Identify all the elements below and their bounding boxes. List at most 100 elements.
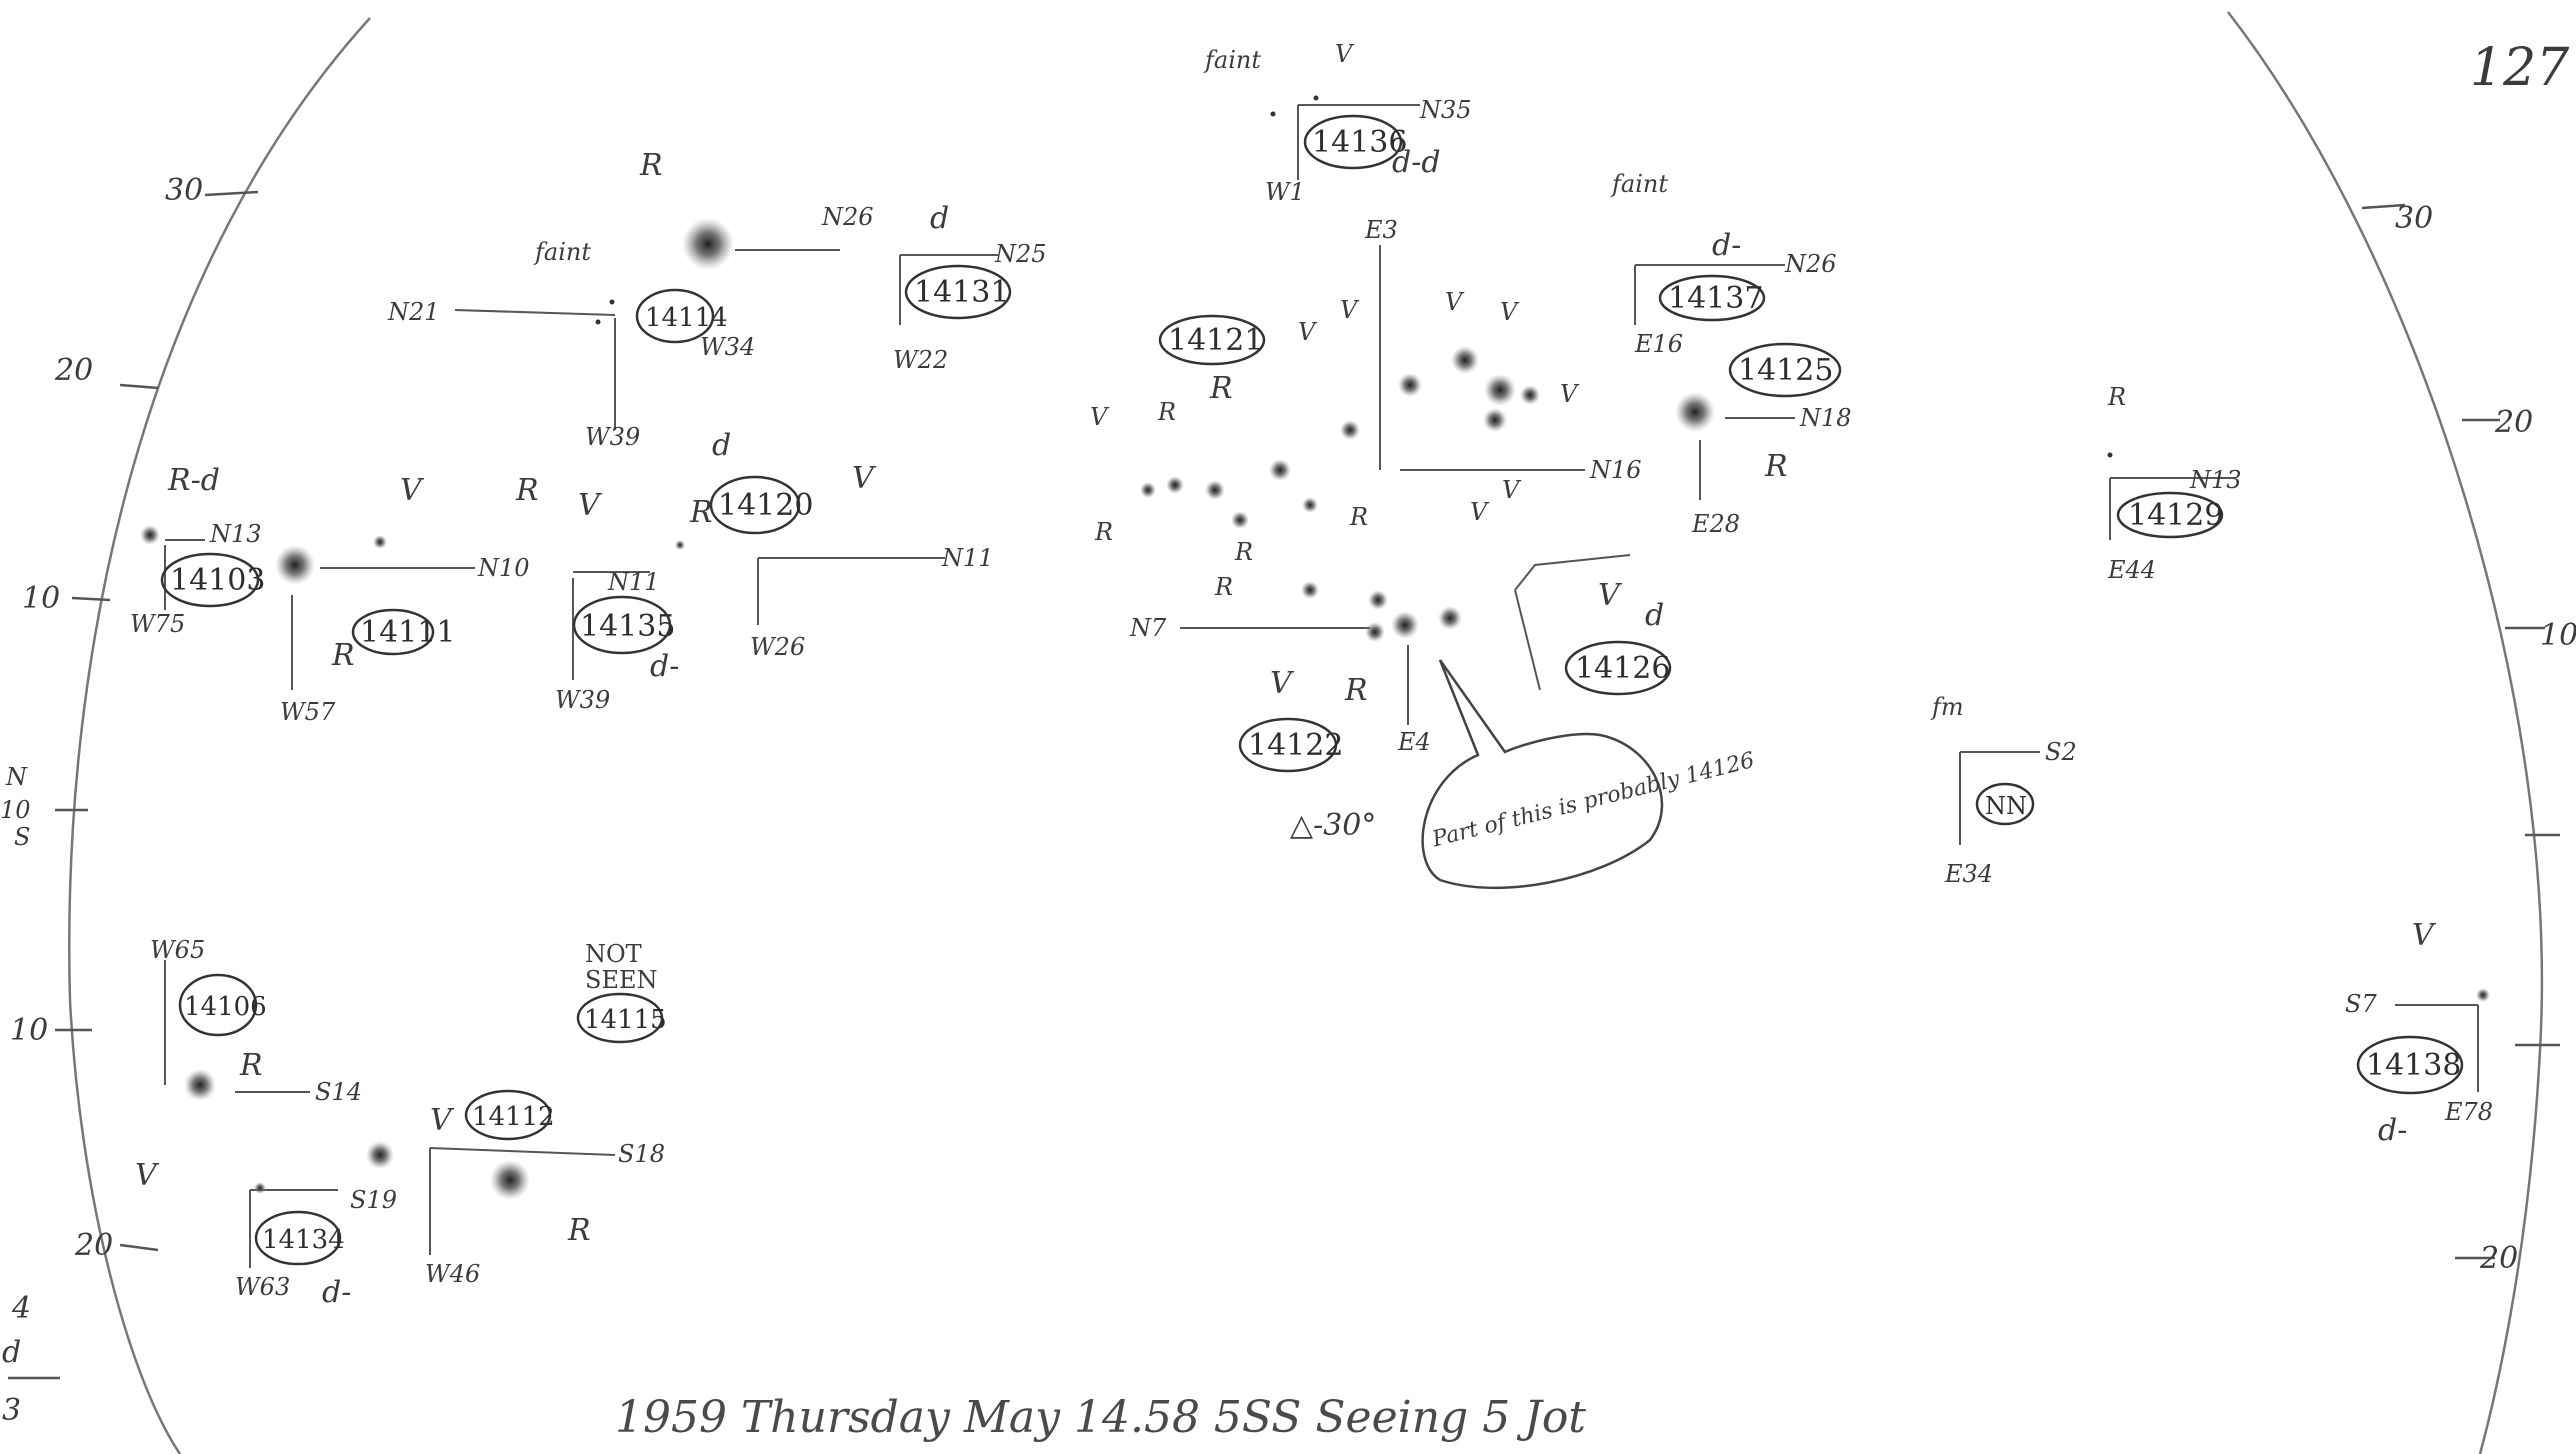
- region-14103-lon: W75: [130, 610, 185, 638]
- region-14120-r: R: [689, 495, 713, 530]
- region-14114-w39: W39: [585, 423, 640, 451]
- region-14114: 14114 R faint N21 W34 W39: [387, 148, 840, 451]
- region-14135-lon: W39: [555, 686, 610, 714]
- note-text: Part of this is probably 14126: [1429, 748, 1757, 853]
- region-14134-lon: W63: [235, 1273, 290, 1301]
- region-14138: 14138 d- V S7 E78: [2345, 918, 2493, 1148]
- region-14129-lon: E44: [2107, 556, 2156, 584]
- region-14120: 14120 d N11 W26 R V: [675, 428, 994, 661]
- region-14122-r: R: [1344, 673, 1368, 708]
- region-14129: 14129 R N13 E44: [2107, 383, 2242, 584]
- region-14136-faint: faint: [1203, 46, 1261, 74]
- region-14112-v: V: [430, 1103, 455, 1138]
- region-14121-v-markers: V V V V V V V V R R R R R: [1090, 288, 1580, 601]
- v-marker: V: [1470, 498, 1490, 526]
- region-14129-number: 14129: [2128, 498, 2223, 533]
- region-14106-r: R: [239, 1048, 263, 1083]
- region-14126-number: 14126: [1575, 651, 1670, 686]
- region-14129-r: R: [2107, 383, 2126, 411]
- region-14125: 14125 N18 E28 R: [1675, 342, 1852, 538]
- region-14137-lat: N26: [1784, 250, 1837, 278]
- v-marker: V: [1445, 288, 1465, 316]
- region-14112: 14112 V S18 W46 R: [366, 1089, 665, 1288]
- right-scale-20: 20: [2494, 405, 2533, 440]
- region-14111-lat: N10: [477, 554, 530, 582]
- region-14114-lon: W34: [700, 333, 755, 361]
- v-marker: V: [1340, 296, 1360, 324]
- region-14121-e3: E3: [1364, 216, 1398, 244]
- region-14135-r: R: [515, 473, 539, 508]
- region-14114-lat: N21: [387, 298, 440, 326]
- region-nn: NN fm S2 E34: [1930, 693, 2077, 888]
- region-14134-class: d-: [322, 1275, 351, 1310]
- region-14125-r: R: [1764, 449, 1788, 484]
- region-14135-v: V: [578, 488, 603, 523]
- corner-mark-bottom: 3: [2, 1393, 21, 1428]
- note-bubble: Part of this is probably 14126: [1421, 659, 1757, 890]
- region-14112-lon: W46: [425, 1260, 480, 1288]
- region-14131-number: 14131: [914, 275, 1009, 310]
- region-14115-number: 14115: [584, 1005, 667, 1035]
- region-14136-class: d-d: [1392, 145, 1441, 180]
- region-14126-class: d: [1645, 598, 1664, 633]
- not-seen-line2: SEEN: [585, 966, 657, 994]
- solar-limb-right: [2227, 11, 2544, 1454]
- right-scale-30: 30: [2395, 201, 2433, 236]
- region-14121: 14121 R E3 N16 V V V V V V V V: [1090, 216, 1642, 601]
- region-14138-lon: E78: [2444, 1098, 2493, 1126]
- region-14136-number: 14136: [1312, 125, 1407, 160]
- region-14125-lat: N18: [1799, 404, 1852, 432]
- region-14120-class: d: [712, 428, 731, 463]
- region-14135: 14135 d- N11 W39 R V: [515, 473, 679, 714]
- region-14136: 14136 d-d faint V N35 W1: [1203, 40, 1472, 206]
- region-nn-lat: S2: [2045, 738, 2077, 766]
- region-14138-v: V: [2412, 918, 2437, 953]
- region-14122-v: V: [1270, 666, 1295, 701]
- r-marker: R: [1094, 518, 1113, 546]
- left-latitude-scale: [8, 190, 259, 1380]
- region-14103-number: 14103: [170, 563, 265, 598]
- region-14137: 14137 d- faint N26 E16: [1610, 170, 1837, 358]
- scale-tick-10-south: 10: [10, 1013, 48, 1048]
- region-14136-lat: N35: [1419, 96, 1472, 124]
- right-scale-20-south: 20: [2479, 1241, 2518, 1276]
- region-14120-v: V: [852, 461, 877, 496]
- r-marker: R: [1234, 538, 1253, 566]
- region-14137-lon: E16: [1634, 330, 1683, 358]
- v-marker: V: [1298, 318, 1318, 346]
- region-14138-lat: S7: [2345, 990, 2377, 1018]
- region-14106-lat: S14: [315, 1078, 362, 1106]
- region-14121-number: 14121: [1168, 323, 1263, 358]
- region-14122-lon: E4: [1397, 728, 1431, 756]
- region-14125-lon: E28: [1691, 510, 1740, 538]
- region-14138-class: d-: [2378, 1113, 2407, 1148]
- v-marker: V: [1560, 380, 1580, 408]
- region-14131-lon: W22: [893, 346, 948, 374]
- region-14122-number: 14122: [1248, 728, 1343, 763]
- region-14134-lat: S19: [350, 1186, 397, 1214]
- region-14131: 14131 d N25 N26 W22: [821, 201, 1047, 374]
- scale-equator-n: N: [5, 763, 28, 791]
- right-latitude-scale: [2361, 203, 2560, 1260]
- region-14131-class: d: [930, 201, 949, 236]
- corner-mark-mid: d: [2, 1335, 21, 1370]
- v-marker: V: [1090, 403, 1110, 431]
- scale-tick-20-south: 20: [74, 1228, 113, 1263]
- region-14121-r: R: [1209, 371, 1233, 406]
- region-14135-class: d-: [650, 649, 679, 684]
- r-marker: R: [1214, 573, 1233, 601]
- solar-limb-left: [68, 17, 371, 1454]
- region-14136-v: V: [1335, 40, 1355, 68]
- right-scale-10: 10: [2540, 618, 2576, 653]
- scale-equator-10: 10: [0, 796, 31, 824]
- region-14111-v: V: [400, 473, 425, 508]
- r-marker: R: [1349, 503, 1368, 531]
- corner-mark-top: 4: [11, 1291, 31, 1326]
- region-14134: 14134 d- S19 W63: [235, 1182, 397, 1310]
- v-marker: V: [1500, 298, 1520, 326]
- region-14138-number: 14138: [2366, 1048, 2461, 1083]
- region-14131-lat: N25: [994, 240, 1047, 268]
- region-14120-lon: W26: [750, 633, 805, 661]
- triangle-marker: △-30°: [1290, 808, 1376, 843]
